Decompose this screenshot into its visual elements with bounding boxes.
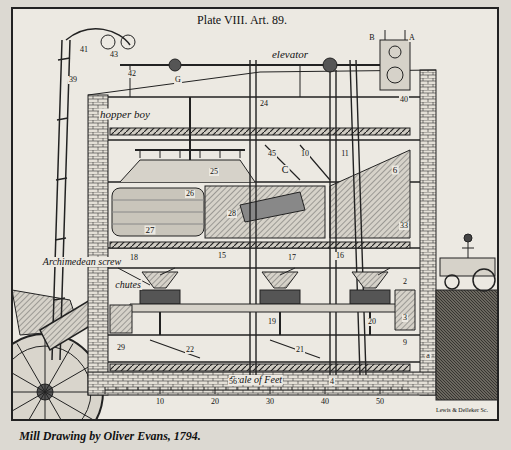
callout-number: A	[408, 34, 416, 42]
right-wall	[420, 70, 436, 395]
caption: Mill Drawing by Oliver Evans, 1794.	[18, 430, 202, 442]
callout-number: 18	[129, 254, 139, 262]
callout-number: 56	[228, 378, 238, 386]
callout-number: 10	[300, 150, 310, 158]
callout-number: 19	[267, 318, 277, 326]
callout-number: 10	[155, 398, 165, 406]
callout-number: 30	[265, 398, 275, 406]
callout-number: 11	[340, 150, 350, 158]
part-name: chutes	[114, 280, 142, 290]
part-name: Archimedean screw	[42, 257, 122, 267]
callout-number: 20	[367, 318, 377, 326]
callout-number: 24	[259, 100, 269, 108]
foundation	[88, 372, 436, 395]
callout-number: 21	[295, 346, 305, 354]
callout-number: 26	[185, 190, 195, 198]
scale-bar	[105, 387, 410, 394]
callout-number: 9	[402, 339, 408, 347]
callout-number: 43	[109, 51, 119, 59]
plate-title: Plate VIII. Art. 89.	[196, 14, 288, 26]
engraver-credit: Lewis & Delleker Sc.	[435, 407, 489, 413]
callout-number: 33	[399, 222, 409, 230]
callout-number: 29	[116, 344, 126, 352]
callout-number: 6	[392, 166, 399, 175]
callout-number: 17	[287, 254, 297, 262]
conveyor-screw	[110, 128, 410, 135]
callout-number: 25	[209, 168, 219, 176]
callout-number: 40	[320, 398, 330, 406]
callout-number: B	[368, 34, 375, 42]
callout-number: 3	[402, 314, 408, 322]
callout-number: 39	[68, 76, 78, 84]
callout-number: 16	[335, 252, 345, 260]
chutes	[110, 268, 415, 358]
callout-number: C	[281, 165, 290, 175]
callout-number: 15	[217, 252, 227, 260]
conveyor-screw	[110, 242, 410, 248]
callout-number: 41	[79, 46, 89, 54]
callout-number: 42	[127, 70, 137, 78]
callout-number: 4	[329, 378, 335, 386]
bolting-reel	[112, 145, 410, 238]
part-name: hopper boy	[99, 109, 151, 120]
wagon	[436, 234, 497, 400]
callout-number: 50	[375, 398, 385, 406]
callout-number: 27	[145, 226, 156, 235]
callout-number: 45	[267, 150, 277, 158]
elevator	[250, 60, 366, 375]
part-name: elevator	[271, 49, 309, 60]
gearing	[101, 30, 410, 97]
callout-number: 20	[210, 398, 220, 406]
callout-number: G	[174, 76, 182, 84]
left-wall	[88, 95, 108, 395]
callout-number: 28	[227, 210, 237, 218]
callout-number: 22	[185, 346, 195, 354]
floors	[88, 70, 436, 362]
millstones	[130, 272, 410, 335]
callout-number: 2	[402, 278, 408, 286]
callout-number: a	[425, 352, 431, 360]
callout-number: 40	[399, 96, 409, 104]
